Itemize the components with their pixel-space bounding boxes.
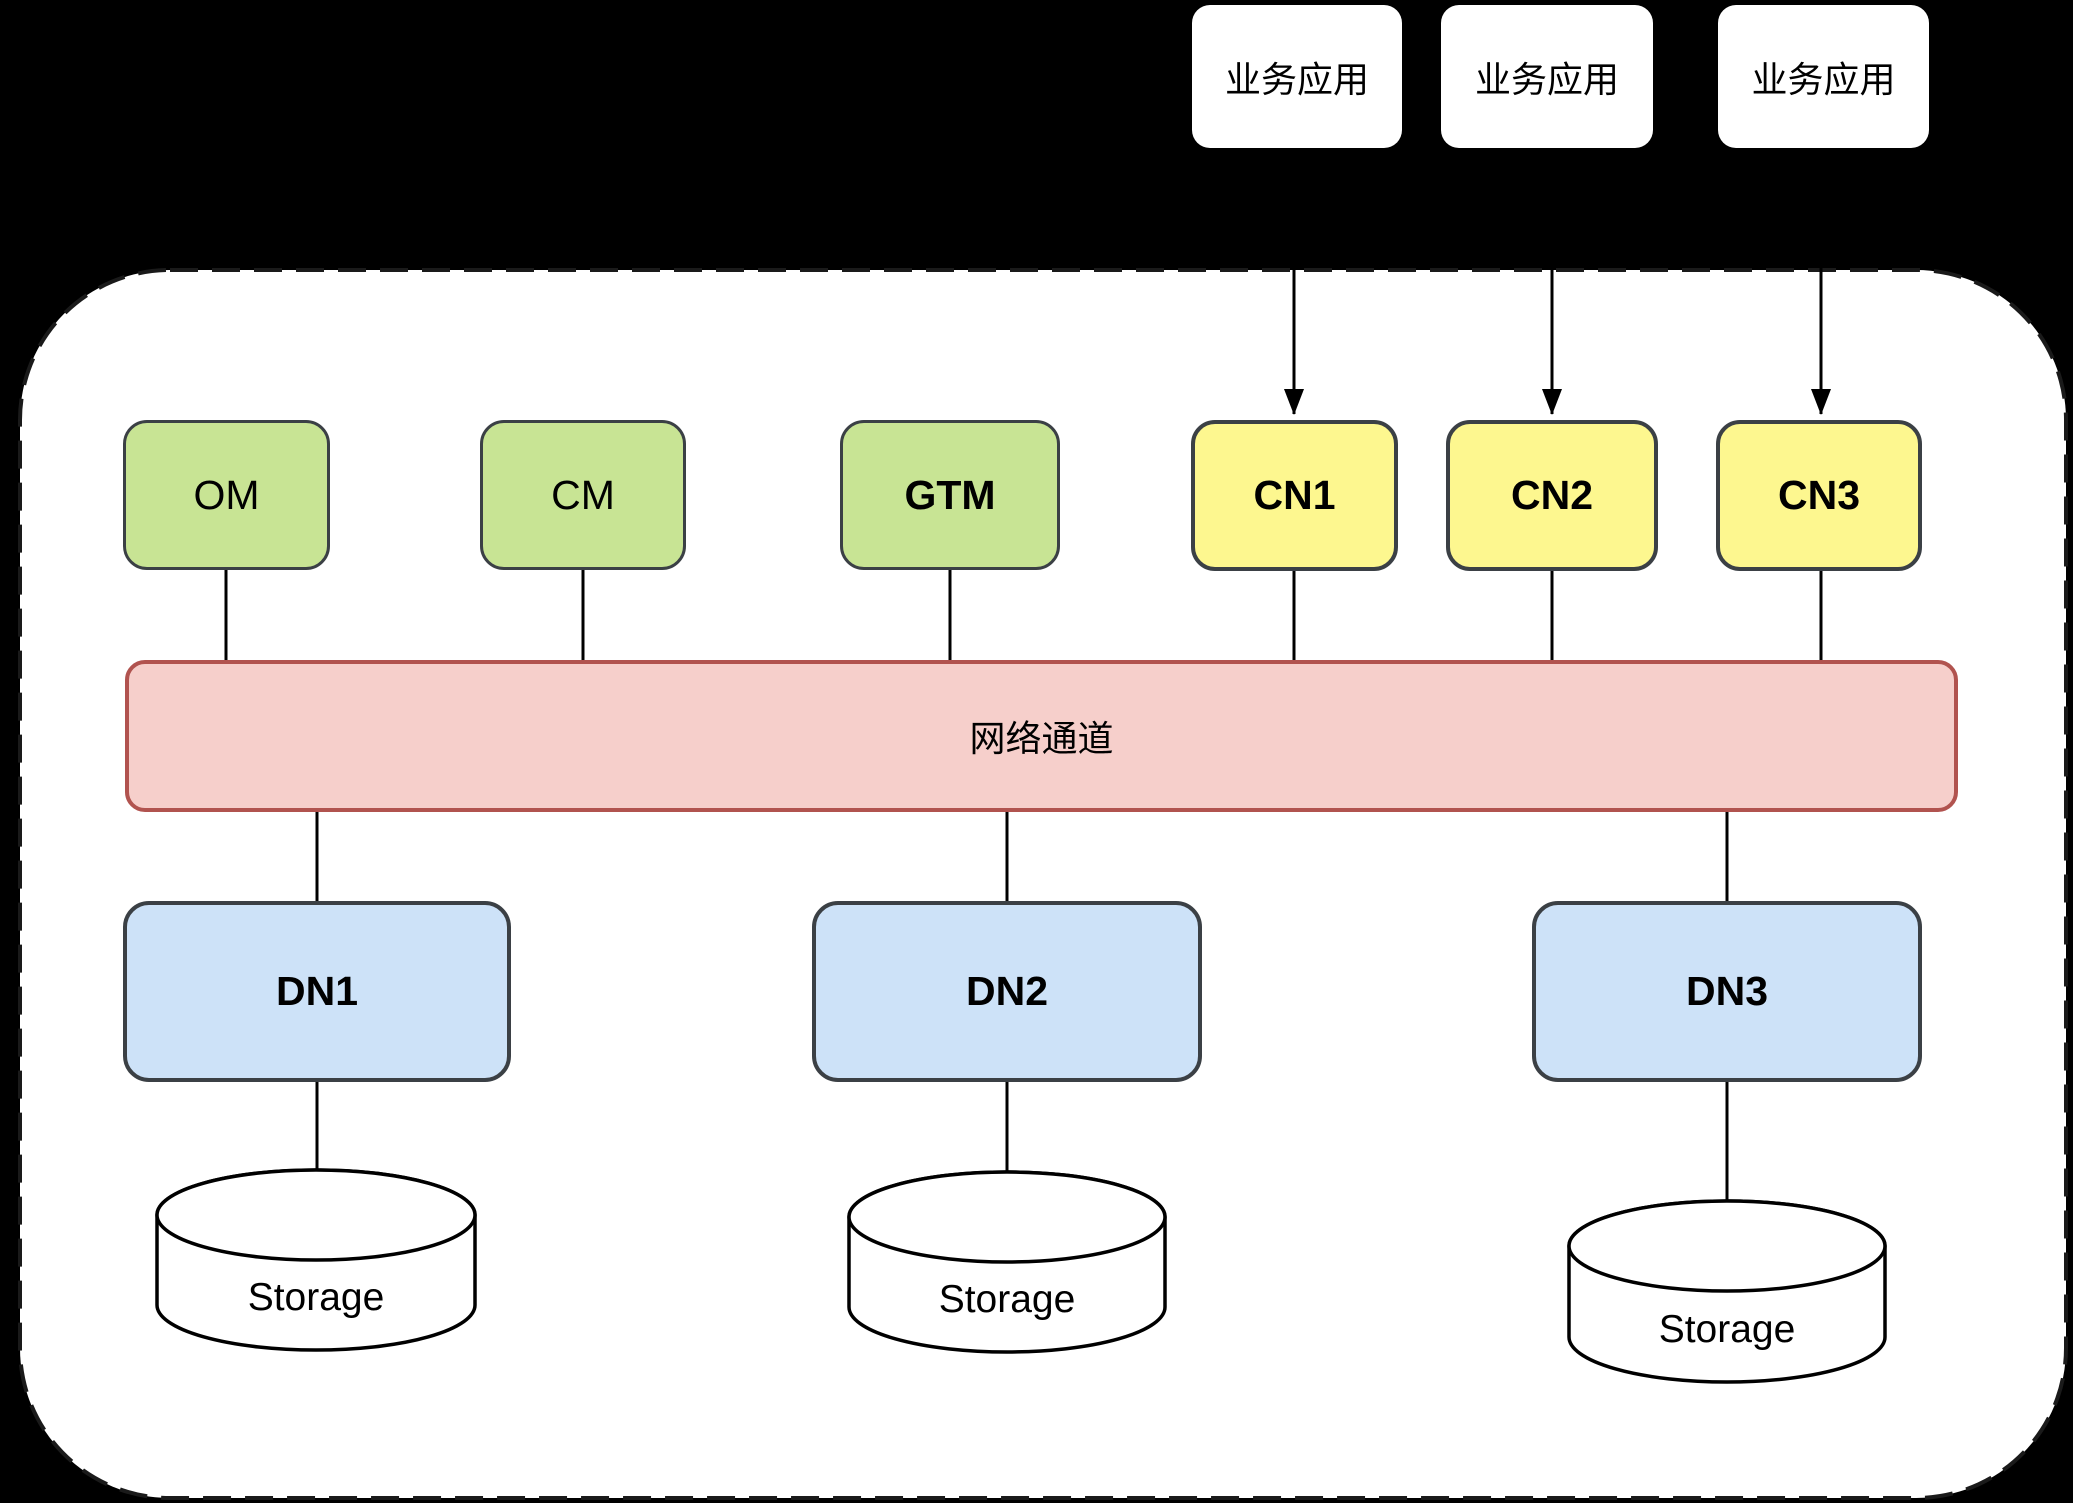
storage-label-1: Storage: [247, 1276, 385, 1319]
cluster-boundary: [18, 268, 2068, 1500]
business-app-node-2: 业务应用: [1441, 5, 1653, 148]
dn2-node: DN2: [812, 901, 1202, 1082]
storage-cylinder-3: [1567, 1199, 1887, 1384]
cn1-node: CN1: [1191, 420, 1398, 571]
storage-label-2: Storage: [938, 1278, 1076, 1321]
cn3-node: CN3: [1716, 420, 1922, 571]
cm-node: CM: [480, 420, 686, 570]
network-channel-bar: 网络通道: [125, 660, 1958, 812]
storage-cylinder-1: [155, 1168, 477, 1352]
storage-label-3: Storage: [1658, 1308, 1796, 1351]
cn2-node: CN2: [1446, 420, 1658, 571]
dn1-node: DN1: [123, 901, 511, 1082]
business-app-node-1: 业务应用: [1192, 5, 1402, 148]
business-app-node-3: 业务应用: [1718, 5, 1929, 148]
gtm-node: GTM: [840, 420, 1060, 570]
storage-cylinder-2: [847, 1170, 1167, 1354]
om-node: OM: [123, 420, 330, 570]
dn3-node: DN3: [1532, 901, 1922, 1082]
